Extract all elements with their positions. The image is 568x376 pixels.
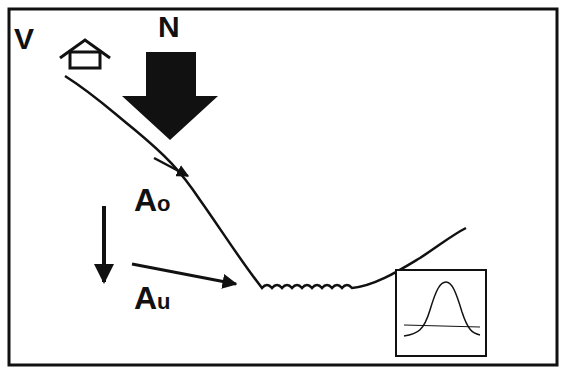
precipitation-label: N <box>158 12 180 42</box>
precipitation-arrow <box>122 52 218 140</box>
hydrograph-inset <box>396 270 486 356</box>
terrain-profile <box>65 76 466 288</box>
village-label: V <box>14 24 34 54</box>
subsurface-flow-label: Au <box>134 282 171 314</box>
runoff-arrow <box>154 158 188 176</box>
infiltration-arrow <box>102 206 106 282</box>
surface-runoff-label: Ao <box>134 184 171 216</box>
frame <box>9 9 557 365</box>
house-icon <box>60 40 110 68</box>
